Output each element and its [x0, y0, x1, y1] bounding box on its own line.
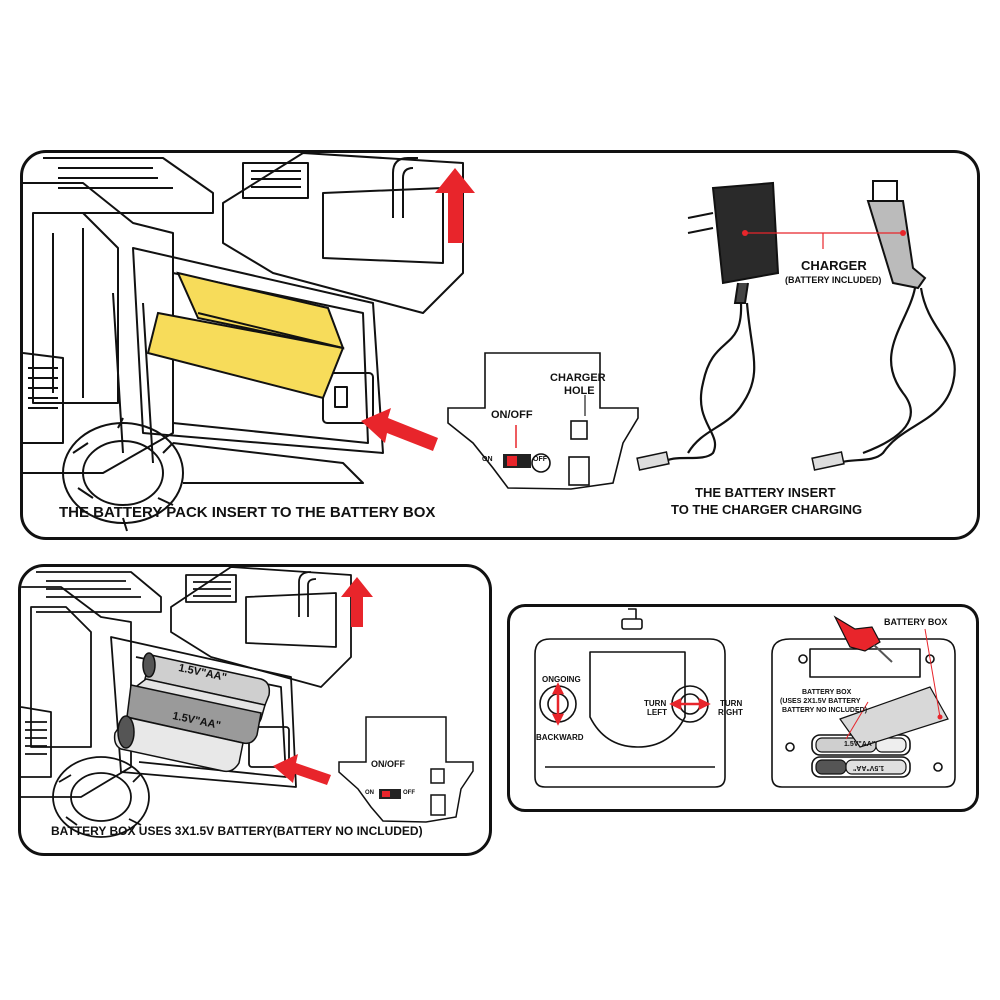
- screwdriver: [833, 615, 881, 652]
- off-label-small: OFF: [403, 790, 415, 796]
- aa-battery-illustration: [21, 567, 474, 838]
- off-label: OFF: [533, 456, 547, 463]
- aa-batteries: [113, 652, 271, 773]
- remote-battery-label-1: 1.5V"AA": [844, 741, 876, 748]
- ongoing-label: ONGOING: [542, 675, 581, 684]
- turn-right-label-2: RIGHT: [718, 708, 743, 717]
- aa-battery-caption: BATTERY BOX USES 3X1.5V BATTERY(BATTERY …: [51, 824, 423, 838]
- battery-pack: [146, 271, 345, 400]
- battery-box-note-3: BATTERY NO INCLUDED): [782, 707, 868, 714]
- charger-hole-label-2: HOLE: [564, 385, 595, 397]
- switch-panel-outline: [447, 352, 639, 490]
- charger-plug-left: [636, 451, 670, 471]
- charger-plug-right: [811, 451, 845, 471]
- battery-box-title: BATTERY BOX: [884, 617, 948, 627]
- remote-control-panel: ONGOING BACKWARD TURN LEFT TURN RIGHT BA…: [507, 604, 979, 812]
- charger-title: CHARGER: [801, 258, 867, 273]
- turn-left-label-1: TURN: [644, 699, 667, 708]
- remote-battery-label-2: 1.5V"AA": [853, 764, 885, 772]
- turn-right-label-1: TURN: [720, 699, 743, 708]
- power-switch: [503, 454, 531, 468]
- battery-pack-panel: CHARGER HOLE ON/OFF ON OFF CHARGER (BATT…: [20, 150, 980, 540]
- charger-hole-label-1: CHARGER: [550, 372, 606, 384]
- usb-plug: [866, 200, 927, 290]
- turn-left-label-2: LEFT: [647, 708, 667, 717]
- battery-box-note-2: (USES 2X1.5V BATTERY: [780, 698, 861, 705]
- charger-note: (BATTERY INCLUDED): [785, 275, 882, 285]
- charging-caption-line1: THE BATTERY INSERT: [695, 485, 836, 500]
- remote-control-illustration: [534, 608, 956, 788]
- up-arrow: [435, 168, 475, 243]
- on-label-small: ON: [365, 790, 374, 796]
- backward-label: BACKWARD: [536, 733, 584, 742]
- charging-caption-line2: TO THE CHARGER CHARGING: [671, 502, 863, 517]
- on-label: ON: [482, 456, 493, 463]
- battery-pack-illustration: [23, 153, 956, 532]
- insert-arrow: [361, 408, 438, 451]
- on-off-label-small: ON/OFF: [371, 759, 405, 769]
- battery-cover: [839, 686, 949, 748]
- on-off-label: ON/OFF: [491, 409, 533, 421]
- battery-pack-caption: THE BATTERY PACK INSERT TO THE BATTERY B…: [59, 504, 436, 521]
- battery-box-note-1: BATTERY BOX: [802, 689, 852, 696]
- aa-battery-panel: 1.5V"AA" 1.5V"AA" ON/OFF ON OFF BATTERY …: [18, 564, 492, 856]
- power-switch-small: [379, 789, 401, 799]
